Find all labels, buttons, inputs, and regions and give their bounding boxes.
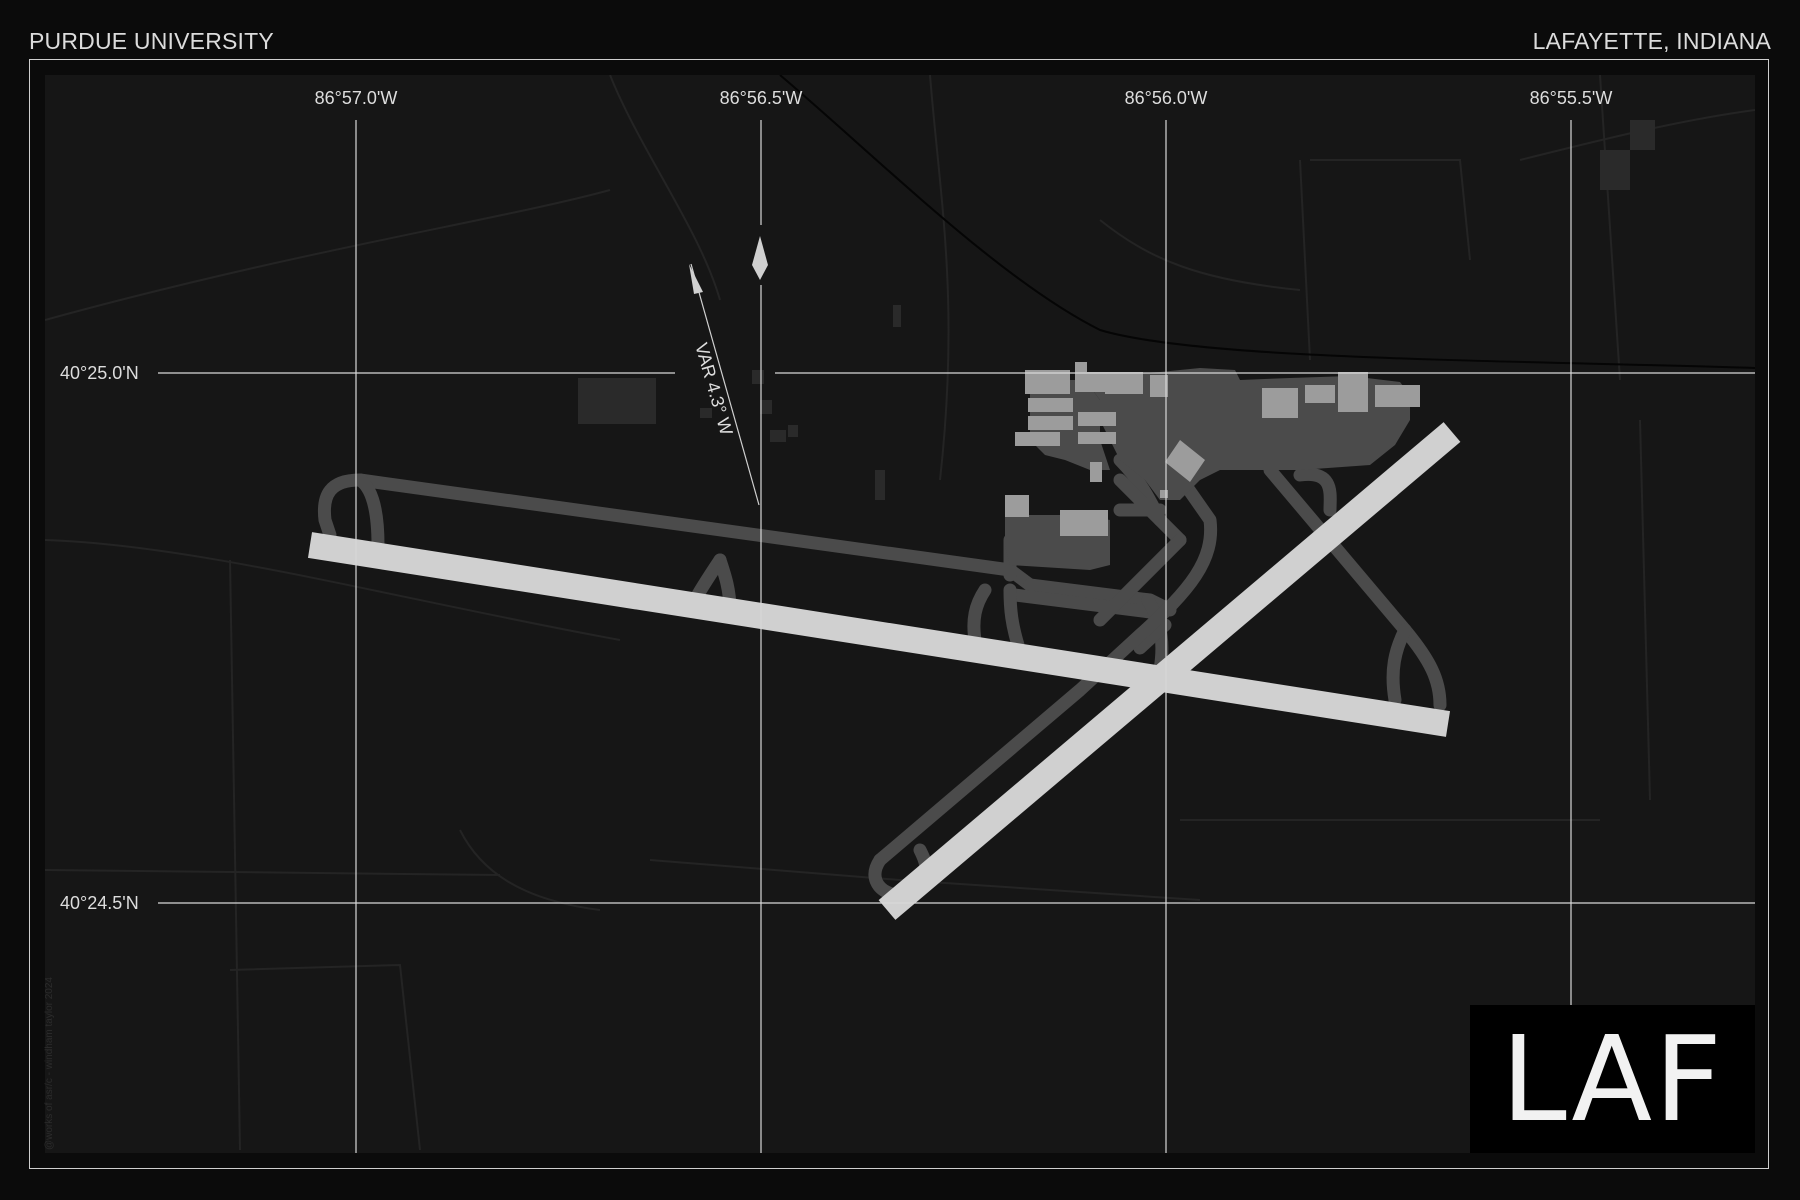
hangar bbox=[1305, 385, 1335, 403]
hangar bbox=[1090, 462, 1102, 482]
airport-code: LAF bbox=[1500, 1010, 1725, 1148]
hangar bbox=[1025, 370, 1070, 394]
hangar bbox=[1015, 432, 1060, 446]
graticule bbox=[158, 120, 1755, 1153]
latitude-label: 40°24.5'N bbox=[60, 893, 139, 913]
background-roads bbox=[45, 75, 1755, 1151]
poster-frame bbox=[29, 59, 1769, 1169]
magnetic-north-line bbox=[690, 263, 760, 506]
hangar bbox=[1262, 388, 1298, 418]
airport-code-box: LAF bbox=[1470, 1005, 1755, 1153]
longitude-label: 86°57.0'W bbox=[315, 88, 398, 108]
railway-line bbox=[779, 75, 1755, 369]
hangar bbox=[1075, 362, 1087, 372]
map-area: 86°57.0'W 86°56.5'W 86°56.0'W 86°55.5'W 40°2… bbox=[45, 75, 1755, 1153]
magnetic-north-arrow-icon bbox=[689, 264, 703, 294]
longitude-label: 86°56.5'W bbox=[720, 88, 803, 108]
graticule-labels: 86°57.0'W 86°56.5'W 86°56.0'W 86°55.5'W 40°2… bbox=[60, 88, 1612, 913]
hangar bbox=[1375, 385, 1420, 407]
runway-5-23 bbox=[878, 422, 1461, 920]
hangar bbox=[1078, 412, 1116, 426]
taxiways bbox=[317, 453, 1447, 902]
hangar bbox=[1060, 510, 1108, 536]
institution-title: PURDUE UNIVERSITY bbox=[29, 28, 274, 54]
north-arrow-icon bbox=[752, 236, 768, 280]
hangar bbox=[1078, 432, 1116, 444]
background-buildings bbox=[578, 120, 1655, 500]
hangar bbox=[1150, 375, 1168, 397]
location-title: LAFAYETTE, INDIANA bbox=[1532, 28, 1771, 54]
terminal-building bbox=[1165, 440, 1205, 482]
runway-10-28 bbox=[307, 532, 1451, 737]
airport-map-svg: 86°57.0'W 86°56.5'W 86°56.0'W 86°55.5'W 40°2… bbox=[45, 75, 1755, 1153]
hangar bbox=[1338, 372, 1368, 412]
hangar bbox=[1105, 372, 1143, 394]
buildings bbox=[1005, 362, 1420, 536]
hangar bbox=[1028, 398, 1073, 412]
longitude-label: 86°55.5'W bbox=[1530, 88, 1613, 108]
longitude-label: 86°56.0'W bbox=[1125, 88, 1208, 108]
hangar bbox=[1160, 490, 1168, 498]
magnetic-variation-label: VAR 4.3° W bbox=[691, 341, 736, 438]
artist-credit: @works of asr/c - windham taylor 2024 bbox=[44, 977, 55, 1150]
hangar bbox=[1028, 416, 1073, 430]
hangar bbox=[1005, 495, 1029, 517]
runways bbox=[307, 422, 1461, 920]
latitude-label: 40°25.0'N bbox=[60, 363, 139, 383]
